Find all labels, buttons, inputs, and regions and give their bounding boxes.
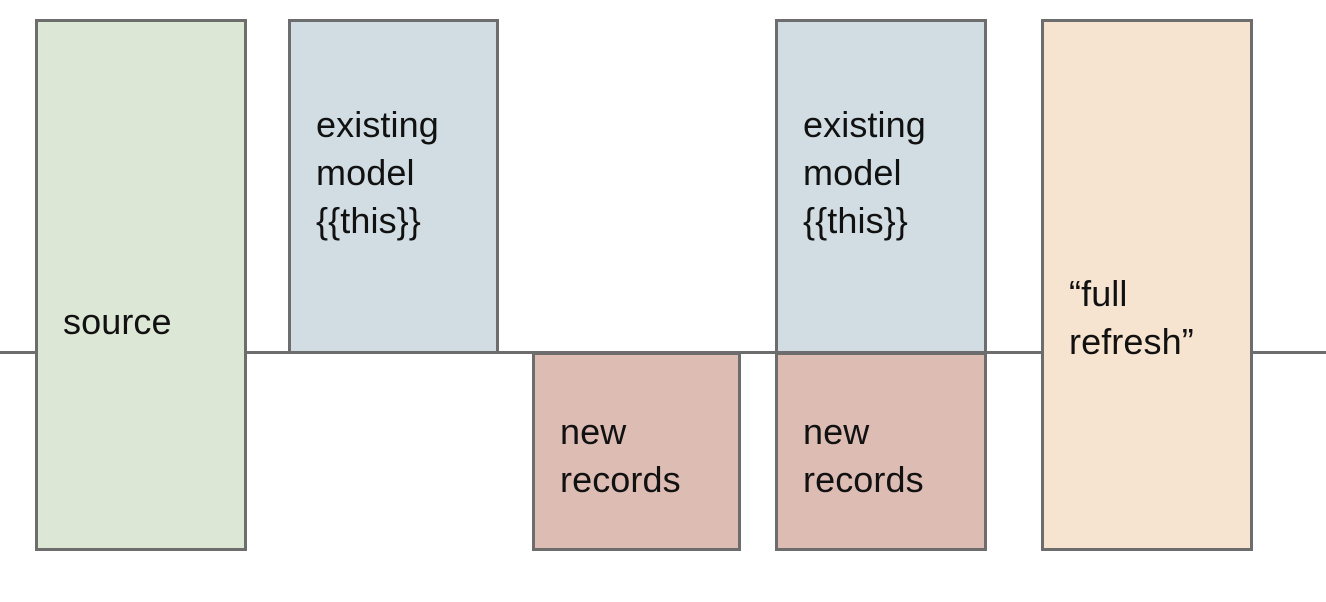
node-source-label: source [63, 301, 172, 342]
node-source[interactable]: source [35, 19, 247, 551]
node-existing-model-left[interactable]: existing model {{this}} [288, 19, 499, 354]
node-new-records-right-label: new records [803, 410, 924, 500]
node-new-records-right[interactable]: new records [775, 352, 987, 551]
node-new-records-middle[interactable]: new records [532, 352, 741, 551]
node-existing-model-left-label: existing model {{this}} [316, 103, 439, 241]
node-existing-model-right[interactable]: existing model {{this}} [775, 19, 987, 354]
node-full-refresh-label: “full refresh” [1069, 273, 1194, 362]
node-existing-model-right-label: existing model {{this}} [803, 103, 926, 241]
node-new-records-middle-label: new records [560, 410, 681, 500]
node-full-refresh[interactable]: “full refresh” [1041, 19, 1253, 551]
